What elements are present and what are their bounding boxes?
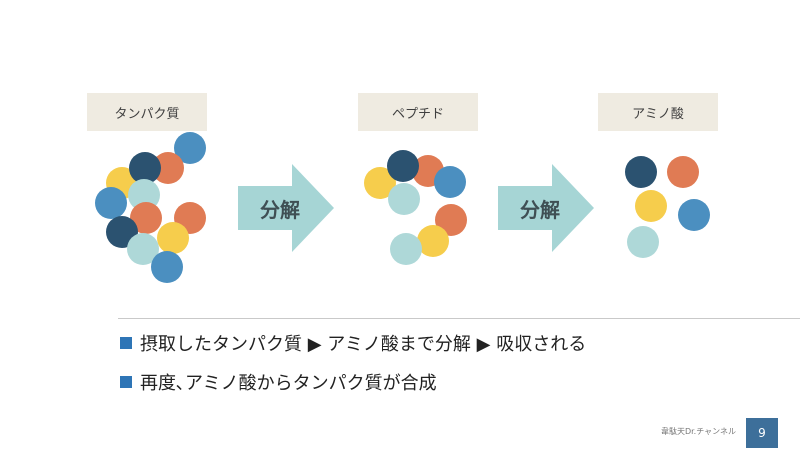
protein-circle xyxy=(95,187,127,219)
peptide-circle xyxy=(434,166,466,198)
protein-circle xyxy=(157,222,189,254)
channel-name: 韋駄天Dr.チャンネル xyxy=(660,427,736,436)
protein-circle xyxy=(127,233,159,265)
page-number: 9 xyxy=(746,418,778,448)
bullet-item: 再度､アミノ酸からタンパク質が合成 xyxy=(120,368,437,396)
arrow-label: 分解 xyxy=(260,198,300,222)
amino-acid-circle xyxy=(625,156,657,188)
arrow-label: 分解 xyxy=(520,198,560,222)
protein-circle xyxy=(129,152,161,184)
divider-line xyxy=(118,318,800,319)
protein-cluster xyxy=(95,132,206,283)
amino-acid-circle xyxy=(667,156,699,188)
protein-circle xyxy=(152,152,184,184)
peptide-circle xyxy=(364,167,396,199)
peptide-cluster xyxy=(364,150,467,265)
peptide-circle xyxy=(435,204,467,236)
stage-label-protein: タンパク質 xyxy=(87,93,207,131)
stage-label-peptide: ペプチド xyxy=(358,93,478,131)
protein-circle xyxy=(130,202,162,234)
protein-circle xyxy=(128,179,160,211)
peptide-circle xyxy=(390,233,422,265)
amino-acid-circle xyxy=(627,226,659,258)
protein-circle xyxy=(174,132,206,164)
arrow-shape xyxy=(498,164,594,252)
peptide-circle xyxy=(417,225,449,257)
amino-acid-circle xyxy=(635,190,667,222)
amino-acid-group xyxy=(625,156,710,258)
bullet-item: 摂取したタンパク質 ▶ アミノ酸まで分解 ▶ 吸収される xyxy=(120,329,586,357)
arrow-shape xyxy=(238,164,334,252)
bullet-square-icon xyxy=(120,376,132,388)
peptide-circle xyxy=(388,183,420,215)
stage-label-amino-acid: アミノ酸 xyxy=(598,93,718,131)
bullet-square-icon xyxy=(120,337,132,349)
decompose-arrow-2: 分解 xyxy=(498,164,594,252)
bullet-text: 摂取したタンパク質 ▶ アミノ酸まで分解 ▶ 吸収される xyxy=(140,334,587,355)
bullet-text: 再度､アミノ酸からタンパク質が合成 xyxy=(140,373,437,394)
decompose-arrow-1: 分解 xyxy=(238,164,334,252)
amino-acid-circle xyxy=(678,199,710,231)
peptide-circle xyxy=(387,150,419,182)
protein-circle xyxy=(151,251,183,283)
